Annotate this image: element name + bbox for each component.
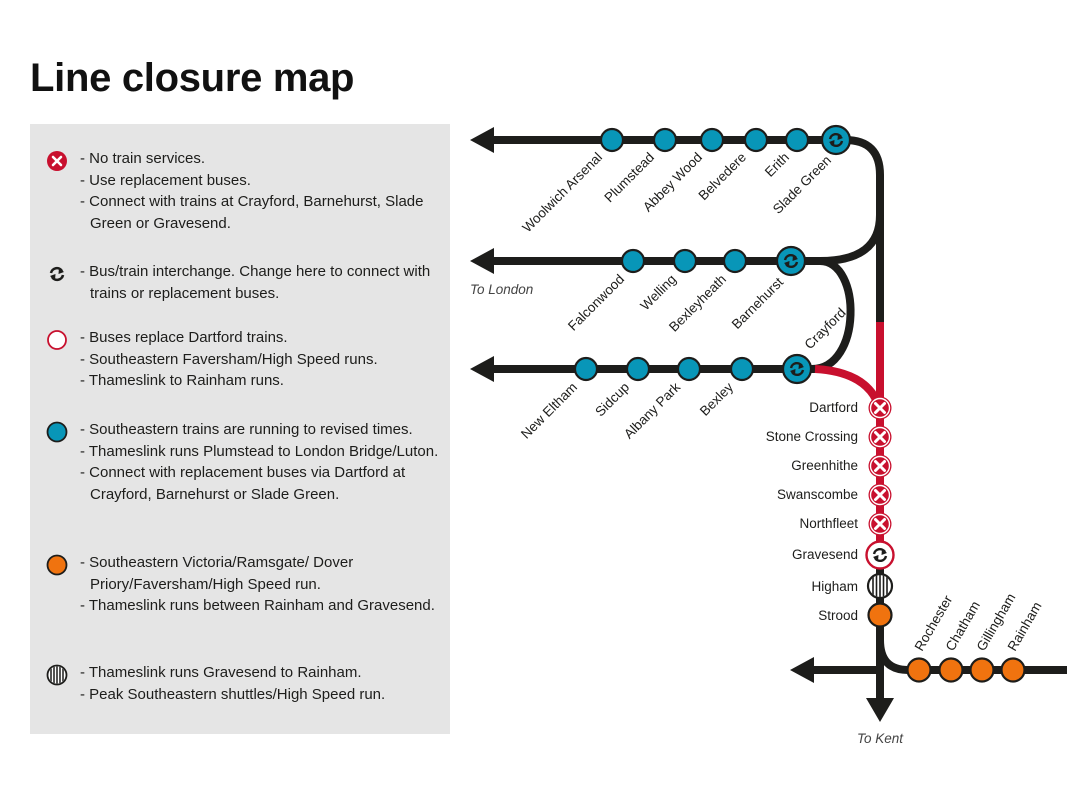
track-lines: [492, 136, 1067, 700]
south-stations: Gravesend Higham Strood: [792, 540, 895, 628]
medway-line-stations: Rochester Chatham Gillingham Rainham: [906, 591, 1045, 683]
gravesend-station: [865, 540, 895, 570]
station-dot: [969, 657, 995, 683]
station-dot: [1000, 657, 1026, 683]
legend-text: - Bus/train interchange. Change here to …: [80, 263, 431, 302]
station-dot: [867, 602, 893, 628]
legend-text: - Connect with replacement buses via Dar…: [80, 464, 406, 503]
arrow-left-icon: [470, 248, 494, 274]
station-dot: [743, 127, 769, 153]
legend-text: - Use replacement buses.: [80, 171, 251, 189]
station-label: Stone Crossing: [766, 429, 858, 444]
orange-dot-icon: [46, 554, 68, 576]
station-label: Swanscombe: [777, 487, 858, 502]
page-title: Line closure map: [30, 56, 355, 100]
arrowheads: [470, 127, 894, 722]
arrow-left-icon: [790, 657, 814, 683]
station-label: Falconwood: [565, 272, 627, 334]
interchange-station: [820, 124, 852, 156]
station-label: Sidcup: [592, 380, 632, 420]
station-label: Woolwich Arsenal: [519, 150, 605, 236]
station-dot: [722, 248, 748, 274]
station-label: Welling: [637, 272, 679, 314]
interchange-station: [775, 245, 807, 277]
arrow-left-icon: [470, 127, 494, 153]
station-label: Erith: [762, 150, 792, 180]
legend-text: - Thameslink to Rainham runs.: [80, 372, 284, 389]
legend-text: - Thameslink runs between Rainham and Gr…: [80, 597, 435, 614]
station-dot: [676, 356, 702, 382]
station-label: Northfleet: [799, 516, 858, 531]
track-middle-south: [811, 257, 855, 373]
station-label: Dartford: [809, 400, 858, 415]
closed-cross-icon: [867, 482, 893, 508]
station-dot: [699, 127, 725, 153]
legend-text: - Thameslink runs Plumstead to London Br…: [80, 442, 439, 460]
legend-text: - Connect with trains at Crayford, Barne…: [80, 193, 424, 232]
station-label: Greenhithe: [791, 458, 858, 473]
station-dot: [729, 356, 755, 382]
station-dot: [672, 248, 698, 274]
interchange-station: [781, 353, 813, 385]
blue-dot-icon: [46, 421, 68, 443]
legend-text: - Southeastern trains are running to rev…: [80, 421, 413, 438]
closed-cross-icon: [867, 511, 893, 537]
closed-cross-icon: [867, 395, 893, 421]
arrow-left-icon: [470, 356, 494, 382]
station-dot: [652, 127, 678, 153]
station-dot: [906, 657, 932, 683]
to-kent-label: To Kent: [857, 731, 904, 746]
station-dot: [784, 127, 810, 153]
legend-text: - Buses replace Dartford trains.: [80, 329, 288, 346]
station-dot: [599, 127, 625, 153]
station-dot: [620, 248, 646, 274]
interchange-icon: [49, 266, 65, 282]
open-circle-icon: [47, 330, 67, 350]
to-london-label: To London: [470, 282, 533, 297]
arrow-down-icon: [866, 698, 894, 722]
closed-cross-icon: [867, 424, 893, 450]
station-label: Barnehurst: [729, 274, 786, 331]
legend-text: - Thameslink runs Gravesend to Rainham.: [80, 664, 362, 681]
legend-text: - Southeastern Victoria/Ramsgate/ Dover …: [80, 554, 354, 593]
closed-stations: Dartford Stone Crossing Greenhithe Swans…: [766, 395, 893, 537]
closed-cross-icon: [867, 453, 893, 479]
station-label: Gravesend: [792, 547, 858, 562]
station-label: Bexley: [697, 379, 736, 418]
station-dot: [938, 657, 964, 683]
station-label: Strood: [818, 608, 858, 623]
legend-text: - No train services.: [80, 150, 206, 167]
station-dot: [573, 356, 599, 382]
station-label: New Eltham: [518, 380, 580, 442]
station-label: Higham: [811, 579, 858, 594]
station-dot: [625, 356, 651, 382]
station-label: Belvedere: [696, 150, 750, 204]
closed-cross-icon: [47, 151, 67, 171]
legend-text: - Peak Southeastern shuttles/High Speed …: [80, 685, 386, 703]
legend-text: - Southeastern Faversham/High Speed runs…: [80, 350, 378, 368]
legend-panel: - No train services. - Use replacement b…: [30, 124, 450, 734]
striped-circle-icon: [46, 664, 68, 686]
